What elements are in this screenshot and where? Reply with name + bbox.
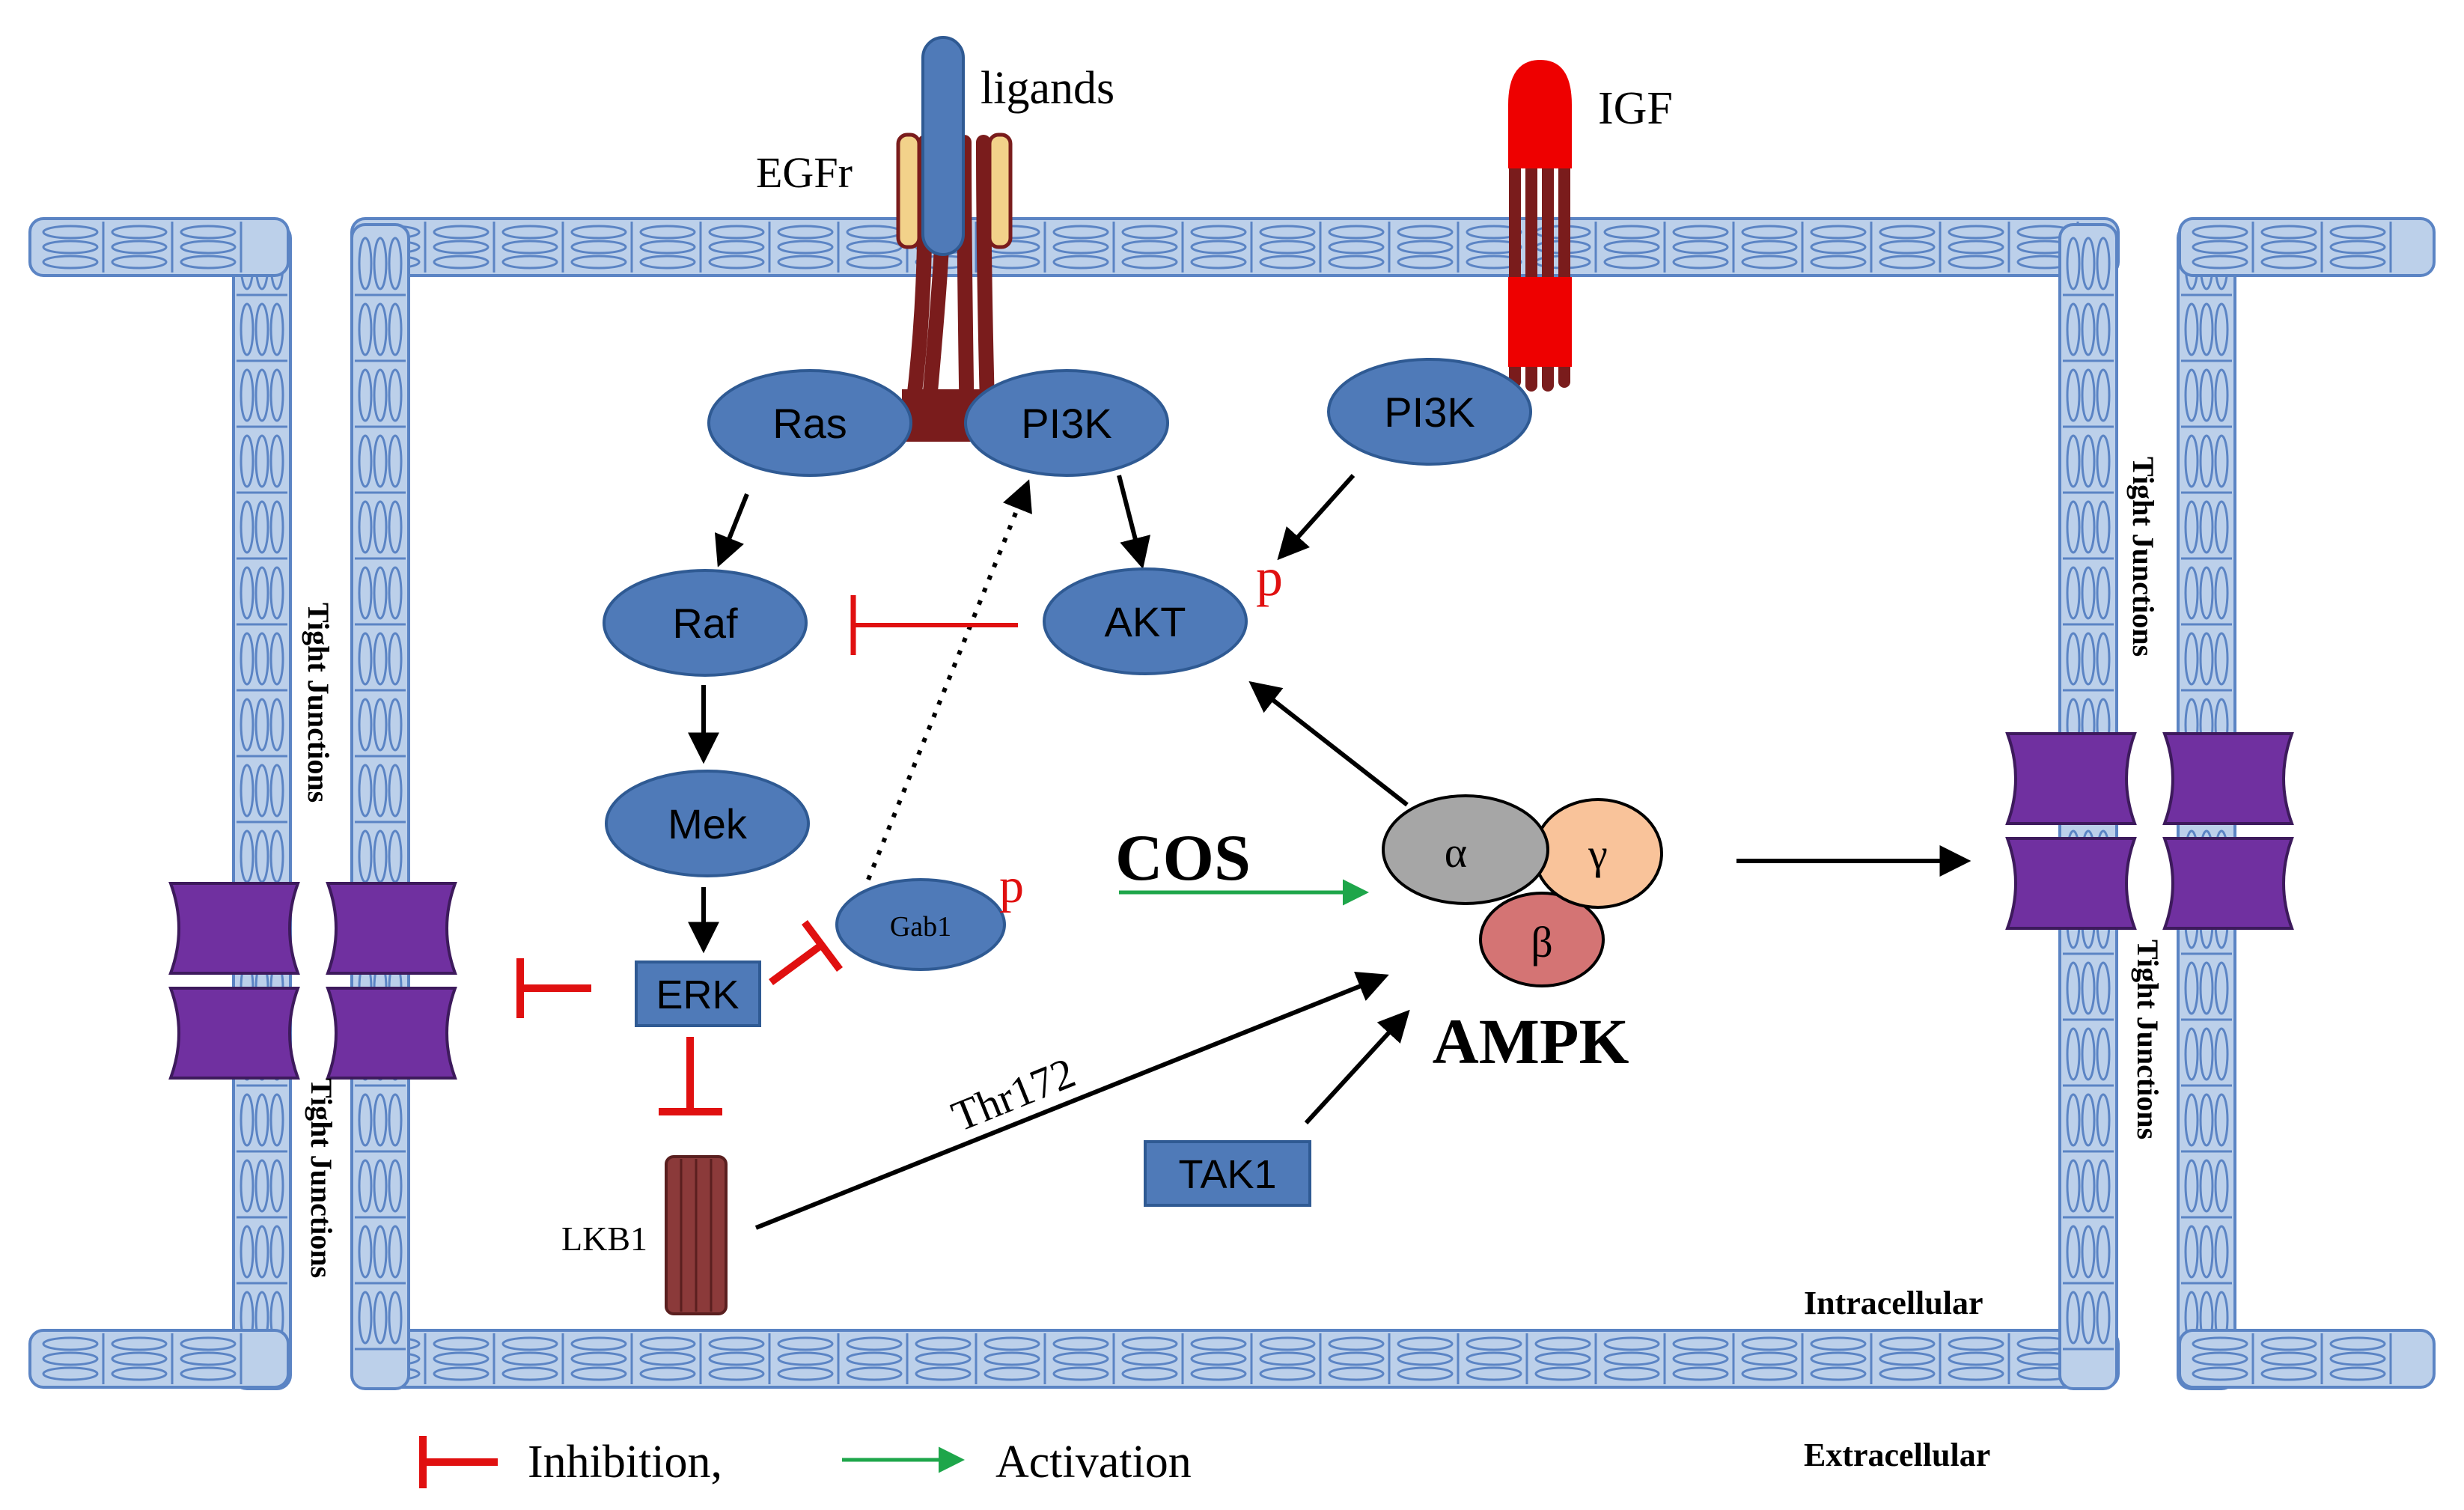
tak1-label: TAK1 [1178, 1152, 1276, 1197]
arrow-lkb1-ampk [754, 971, 1389, 1230]
igf-label: IGF [1598, 83, 1673, 134]
akt-node: AKT p [1043, 547, 1283, 675]
ras-label: Ras [772, 400, 847, 447]
lkb1-label: LKB1 [561, 1220, 647, 1258]
beta-label: β [1531, 918, 1553, 966]
arrow-ampk-akt [1248, 681, 1409, 807]
membrane-neighbor-right-bottom [2178, 1329, 2436, 1389]
ampk-beta-subunit [1479, 892, 1605, 987]
extracellular-label: Extracellular [1804, 1437, 1990, 1473]
akt-label: AKT [1105, 598, 1186, 645]
membrane-neighbor-left [232, 223, 292, 1390]
ligands-label: ligands [981, 63, 1114, 114]
raf-node: Raf [603, 569, 808, 677]
membrane-neighbor-right-top [2178, 217, 2436, 277]
tight-junctions-left-lower: Tight Junctions [305, 1078, 338, 1278]
intracellular-label: Intracellular [1804, 1285, 1983, 1321]
raf-label: Raf [672, 600, 738, 647]
cos-label: COS [1115, 822, 1251, 895]
alpha-label: α [1445, 828, 1467, 877]
membrane-neighbor-left-top [28, 217, 290, 277]
membrane-neighbor-left-bottom [28, 1329, 290, 1389]
membrane-cell-left [350, 223, 410, 1390]
gab1-node: Gab1 p [835, 859, 1024, 971]
ampk-alpha-subunit [1382, 794, 1549, 905]
pi3k-left-node: PI3K [964, 369, 1169, 477]
mek-node: Mek [605, 770, 810, 877]
cell-membranes [28, 217, 2436, 1390]
gamma-label: γ [1588, 829, 1608, 878]
akt-phospho-label: p [1256, 547, 1283, 607]
arrow-gab1-pi3k [866, 479, 1032, 881]
tight-junctions-left-upper: Tight Junctions [302, 603, 335, 803]
edges [516, 473, 1971, 1230]
arrow-pi3k2-akt [1277, 473, 1355, 561]
egfr-label: EGFr [756, 148, 853, 197]
erk-label: ERK [656, 972, 739, 1017]
arrow-pi3k-akt [1117, 475, 1150, 570]
gab1-phospho-label: p [999, 859, 1024, 913]
ras-node: Ras [707, 369, 912, 477]
pi3k-right-label: PI3K [1384, 389, 1475, 436]
membrane-bottom [350, 1329, 2120, 1389]
pi3k-left-label: PI3K [1021, 400, 1111, 447]
arrow-ras-raf [714, 493, 749, 567]
erk-node: ERK [635, 961, 761, 1027]
ampk-complex: α γ β AMPK [1382, 794, 1663, 1077]
inhibit-erk-gab1 [769, 941, 824, 986]
tight-junction-right [2005, 732, 2294, 930]
gab1-label: Gab1 [890, 911, 951, 943]
igf-receptor [1508, 60, 1572, 392]
tight-junction-left [168, 882, 457, 1080]
tight-junctions-right-upper: Tight Junctions [2126, 457, 2160, 657]
pi3k-right-node: PI3K [1327, 358, 1532, 466]
tight-junctions-right-lower: Tight Junctions [2131, 940, 2165, 1139]
arrow-tak1-ampk [1304, 1009, 1410, 1125]
ligands-shape [921, 36, 965, 256]
mek-label: Mek [668, 800, 748, 847]
ampk-label: AMPK [1433, 1005, 1629, 1077]
legend: Inhibition, Activation [419, 1436, 1192, 1488]
membrane-top [350, 217, 2120, 277]
tak1-node: TAK1 [1144, 1140, 1311, 1207]
legend-activation-label: Activation [995, 1437, 1192, 1488]
lkb1-node: LKB1 [561, 1155, 728, 1315]
legend-inhibition-label: Inhibition, [528, 1437, 722, 1488]
